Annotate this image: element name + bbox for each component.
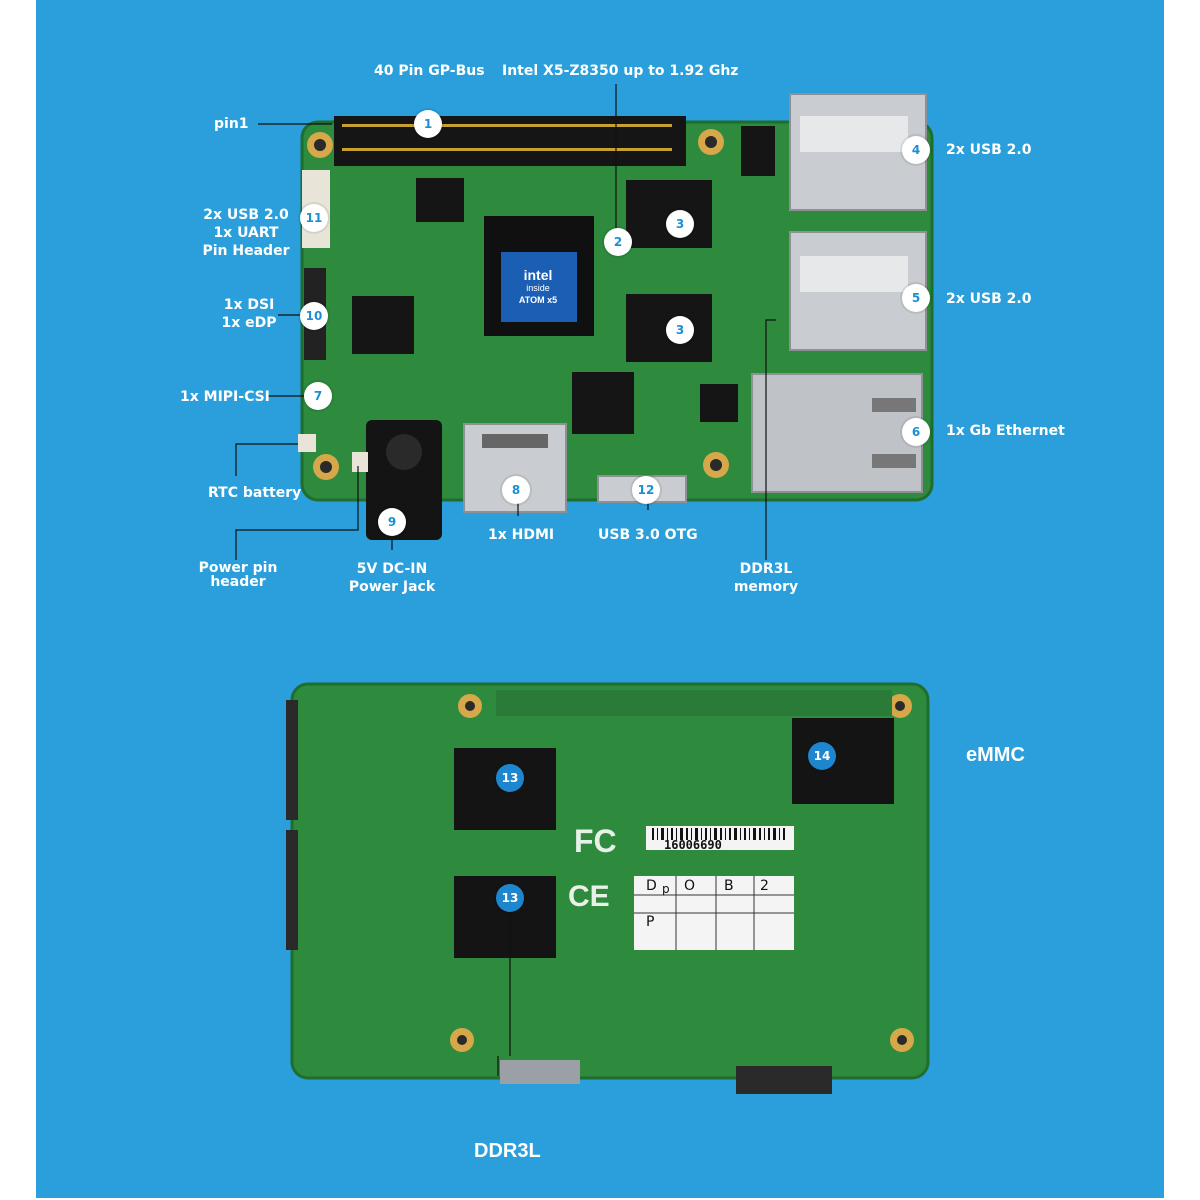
power-pin-label: Power pin header — [192, 561, 284, 589]
badge-5: 5 — [902, 284, 930, 312]
badge-3-lower: 3 — [666, 316, 694, 344]
badge-7: 7 — [304, 382, 332, 410]
intel-inside-text: inside — [526, 283, 550, 293]
badge-12: 12 — [632, 476, 660, 504]
top-board — [298, 93, 934, 540]
intel-logo-text: intel — [523, 267, 553, 283]
badge-9: 9 — [378, 508, 406, 536]
board-diagram: FC CE — [235, 84, 934, 1094]
usb-2-label: 2x USB 2.0 — [946, 291, 1032, 307]
badge-8: 8 — [502, 476, 530, 504]
badge-10: 10 — [300, 302, 328, 330]
emmc-chip — [792, 718, 894, 804]
power-pin-line-1: Power pin — [198, 560, 278, 576]
sticker-letter-p2: P — [646, 914, 655, 930]
ddr3l-memory-line-1: DDR3L — [739, 561, 793, 577]
intel-logo: intel inside ATOM x5 — [512, 268, 564, 312]
sticker-letter-p: p — [662, 882, 670, 896]
power-pin-line-2: header — [210, 574, 266, 590]
ddr3l-memory-label: DDR3L memory — [726, 560, 806, 596]
mipi-label: 1x MIPI-CSI — [180, 389, 270, 405]
usb-uart-label: 2x USB 2.0 1x UART Pin Header — [186, 206, 306, 260]
usb-uart-line-2: 1x UART — [213, 225, 279, 241]
svg-text:CE: CE — [568, 880, 610, 913]
rtc-label: RTC battery — [208, 485, 302, 501]
usb-1-label: 2x USB 2.0 — [946, 142, 1032, 158]
dc-in-label: 5V DC-IN Power Jack — [338, 560, 446, 596]
svg-text:FC: FC — [574, 823, 617, 859]
cpu-label: Intel X5-Z8350 up to 1.92 Ghz — [502, 63, 739, 79]
badge-2: 2 — [604, 228, 632, 256]
dc-in-line-1: 5V DC-IN — [356, 561, 428, 577]
badge-4: 4 — [902, 136, 930, 164]
dc-in-line-2: Power Jack — [348, 579, 436, 595]
ethernet-label: 1x Gb Ethernet — [946, 423, 1065, 439]
ddr3l-label: DDR3L — [474, 1140, 541, 1162]
sticker-letter-d: D — [646, 878, 657, 894]
barcode-number: 16006690 — [664, 838, 722, 852]
sticker-letter-b: B — [724, 878, 734, 894]
hdmi-label: 1x HDMI — [488, 527, 555, 543]
badge-3-upper: 3 — [666, 210, 694, 238]
ethernet-port — [751, 373, 923, 493]
badge-13-lower: 13 — [496, 884, 524, 912]
pin1-label: pin1 — [214, 116, 249, 132]
usb-uart-line-3: Pin Header — [202, 243, 290, 259]
bottom-board: FC CE — [286, 682, 930, 1094]
badge-14: 14 — [808, 742, 836, 770]
badge-1: 1 — [414, 110, 442, 138]
otg-label: USB 3.0 OTG — [598, 527, 698, 543]
emmc-label: eMMC — [966, 744, 1025, 766]
usb-uart-line-1: 2x USB 2.0 — [203, 207, 289, 223]
gp-bus-label: 40 Pin GP-Bus — [374, 63, 485, 79]
ddr3l-memory-line-2: memory — [733, 579, 799, 595]
sticker-letter-2: 2 — [760, 878, 769, 894]
badge-13-upper: 13 — [496, 764, 524, 792]
gpio-pins — [342, 124, 672, 151]
edp-line: 1x eDP — [221, 315, 277, 331]
dsi-line: 1x DSI — [223, 297, 275, 313]
gpio-header — [334, 116, 686, 166]
dsi-edp-label: 1x DSI 1x eDP — [212, 296, 286, 332]
badge-6: 6 — [902, 418, 930, 446]
sticker-letter-o: O — [684, 878, 696, 894]
atom-text: ATOM x5 — [518, 295, 558, 305]
background-panel: FC CE intel inside ATOM x5 — [36, 0, 1164, 1198]
badge-11: 11 — [300, 204, 328, 232]
